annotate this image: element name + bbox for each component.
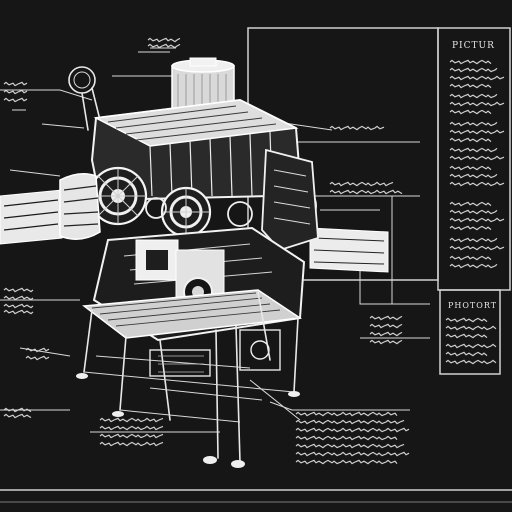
illegible-annotation [449, 101, 505, 107]
illegible-annotation [449, 129, 505, 135]
leader-line [41, 123, 85, 129]
illegible-annotation [3, 303, 34, 309]
illegible-annotation [295, 427, 410, 433]
illegible-annotation [369, 331, 403, 337]
info-panel-heading: PICTUR [452, 41, 495, 51]
illegible-annotation [449, 263, 498, 269]
illegible-annotation [329, 189, 403, 195]
illegible-annotation [449, 93, 498, 99]
illegible-annotation [449, 201, 492, 207]
illegible-annotation [3, 295, 34, 301]
sub-panel-frame [439, 289, 501, 375]
illegible-annotation [3, 89, 28, 95]
illegible-annotation [449, 165, 492, 171]
illegible-annotation [369, 323, 403, 329]
illegible-annotation [449, 181, 505, 187]
illegible-annotation [147, 43, 181, 49]
illegible-annotation [295, 451, 410, 457]
illegible-annotation-left [3, 37, 181, 419]
illegible-annotation [449, 137, 492, 143]
illegible-annotation [369, 315, 403, 321]
machine-illustration [59, 57, 319, 468]
illegible-annotation [99, 433, 164, 439]
illegible-annotation [449, 173, 498, 179]
illegible-annotation [445, 333, 488, 339]
illegible-annotation [295, 443, 405, 449]
illegible-annotation [449, 121, 498, 127]
illegible-annotation [449, 59, 492, 65]
illegible-annotation [445, 343, 497, 349]
sub-panel-heading: PHOTORT [448, 301, 497, 310]
illegible-annotation [449, 237, 498, 243]
leader-line [249, 379, 301, 421]
illegible-annotation [449, 225, 492, 231]
illegible-annotation [3, 413, 32, 419]
illegible-annotation-bottom [99, 411, 410, 465]
illegible-annotation [449, 147, 498, 153]
illegible-annotation [99, 441, 164, 447]
illegible-annotation [295, 419, 405, 425]
illegible-annotation [445, 359, 497, 365]
illegible-annotation [449, 75, 505, 81]
illegible-annotation [329, 125, 385, 131]
illegible-annotation [449, 67, 498, 73]
illegible-annotation [329, 181, 394, 187]
illegible-annotation [449, 217, 505, 223]
illegible-annotation [449, 255, 492, 261]
illegible-annotation-sub-panel [445, 317, 497, 365]
illegible-annotation [449, 245, 505, 251]
illegible-annotation [3, 81, 28, 87]
illegible-annotation [449, 209, 498, 215]
illegible-annotation [449, 109, 492, 115]
illegible-annotation [445, 325, 497, 331]
illegible-annotation [295, 459, 398, 465]
illegible-annotation [3, 97, 28, 103]
leader-line [0, 89, 93, 101]
illegible-annotation [445, 351, 488, 357]
illegible-annotation-info-panel [449, 59, 505, 269]
illegible-annotation [445, 317, 488, 323]
leader-line [19, 347, 71, 357]
leader-line [359, 270, 430, 305]
illegible-annotation [369, 339, 403, 345]
info-panel-frame [437, 27, 511, 291]
illegible-annotation [99, 425, 164, 431]
illegible-annotation [99, 417, 164, 423]
illegible-annotation [295, 411, 398, 417]
illegible-annotation [3, 287, 34, 293]
illegible-annotation [25, 355, 50, 361]
projection-band [0, 189, 389, 273]
illegible-annotation-center [329, 125, 403, 345]
illegible-annotation [449, 83, 492, 89]
illegible-annotation [295, 435, 398, 441]
leader-lines [0, 47, 430, 433]
leader-line [9, 169, 61, 177]
leader-line [269, 401, 410, 411]
illegible-annotation [3, 309, 34, 315]
illegible-annotation [147, 37, 181, 43]
illegible-annotation [449, 155, 505, 161]
